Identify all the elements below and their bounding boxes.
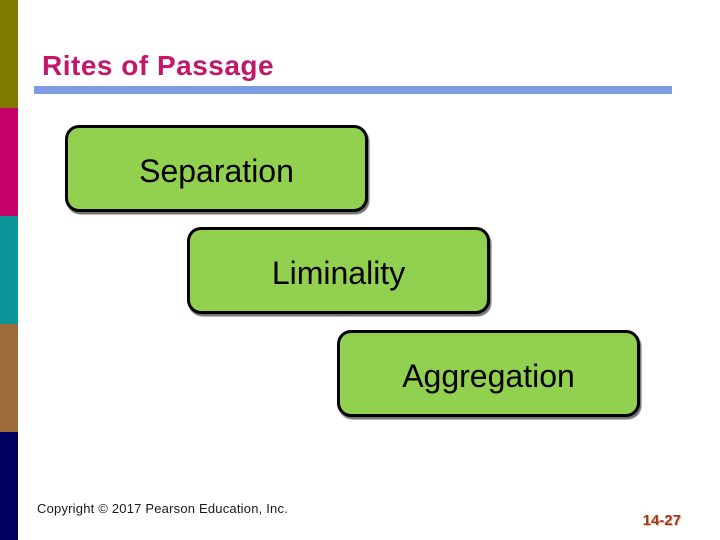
stage-box-aggregation: Aggregation — [337, 330, 640, 417]
stripe-navy — [0, 432, 18, 540]
stage-box-liminality: Liminality — [187, 227, 490, 314]
stage-label-aggregation: Aggregation — [402, 357, 575, 394]
stage-box-separation: Separation — [65, 125, 368, 212]
page-number: 14-27 — [642, 512, 681, 529]
stripe-magenta — [0, 108, 18, 216]
stage-label-separation: Separation — [139, 152, 294, 189]
title-underline-bar — [34, 86, 672, 94]
stripe-olive — [0, 0, 18, 108]
copyright-notice: Copyright © 2017 Pearson Education, Inc. — [37, 501, 289, 516]
stripe-teal — [0, 216, 18, 324]
slide-title: Rites of Passage — [42, 50, 275, 81]
left-stripe-column — [0, 0, 18, 540]
stripe-brown — [0, 324, 18, 432]
stage-label-liminality: Liminality — [271, 254, 406, 291]
